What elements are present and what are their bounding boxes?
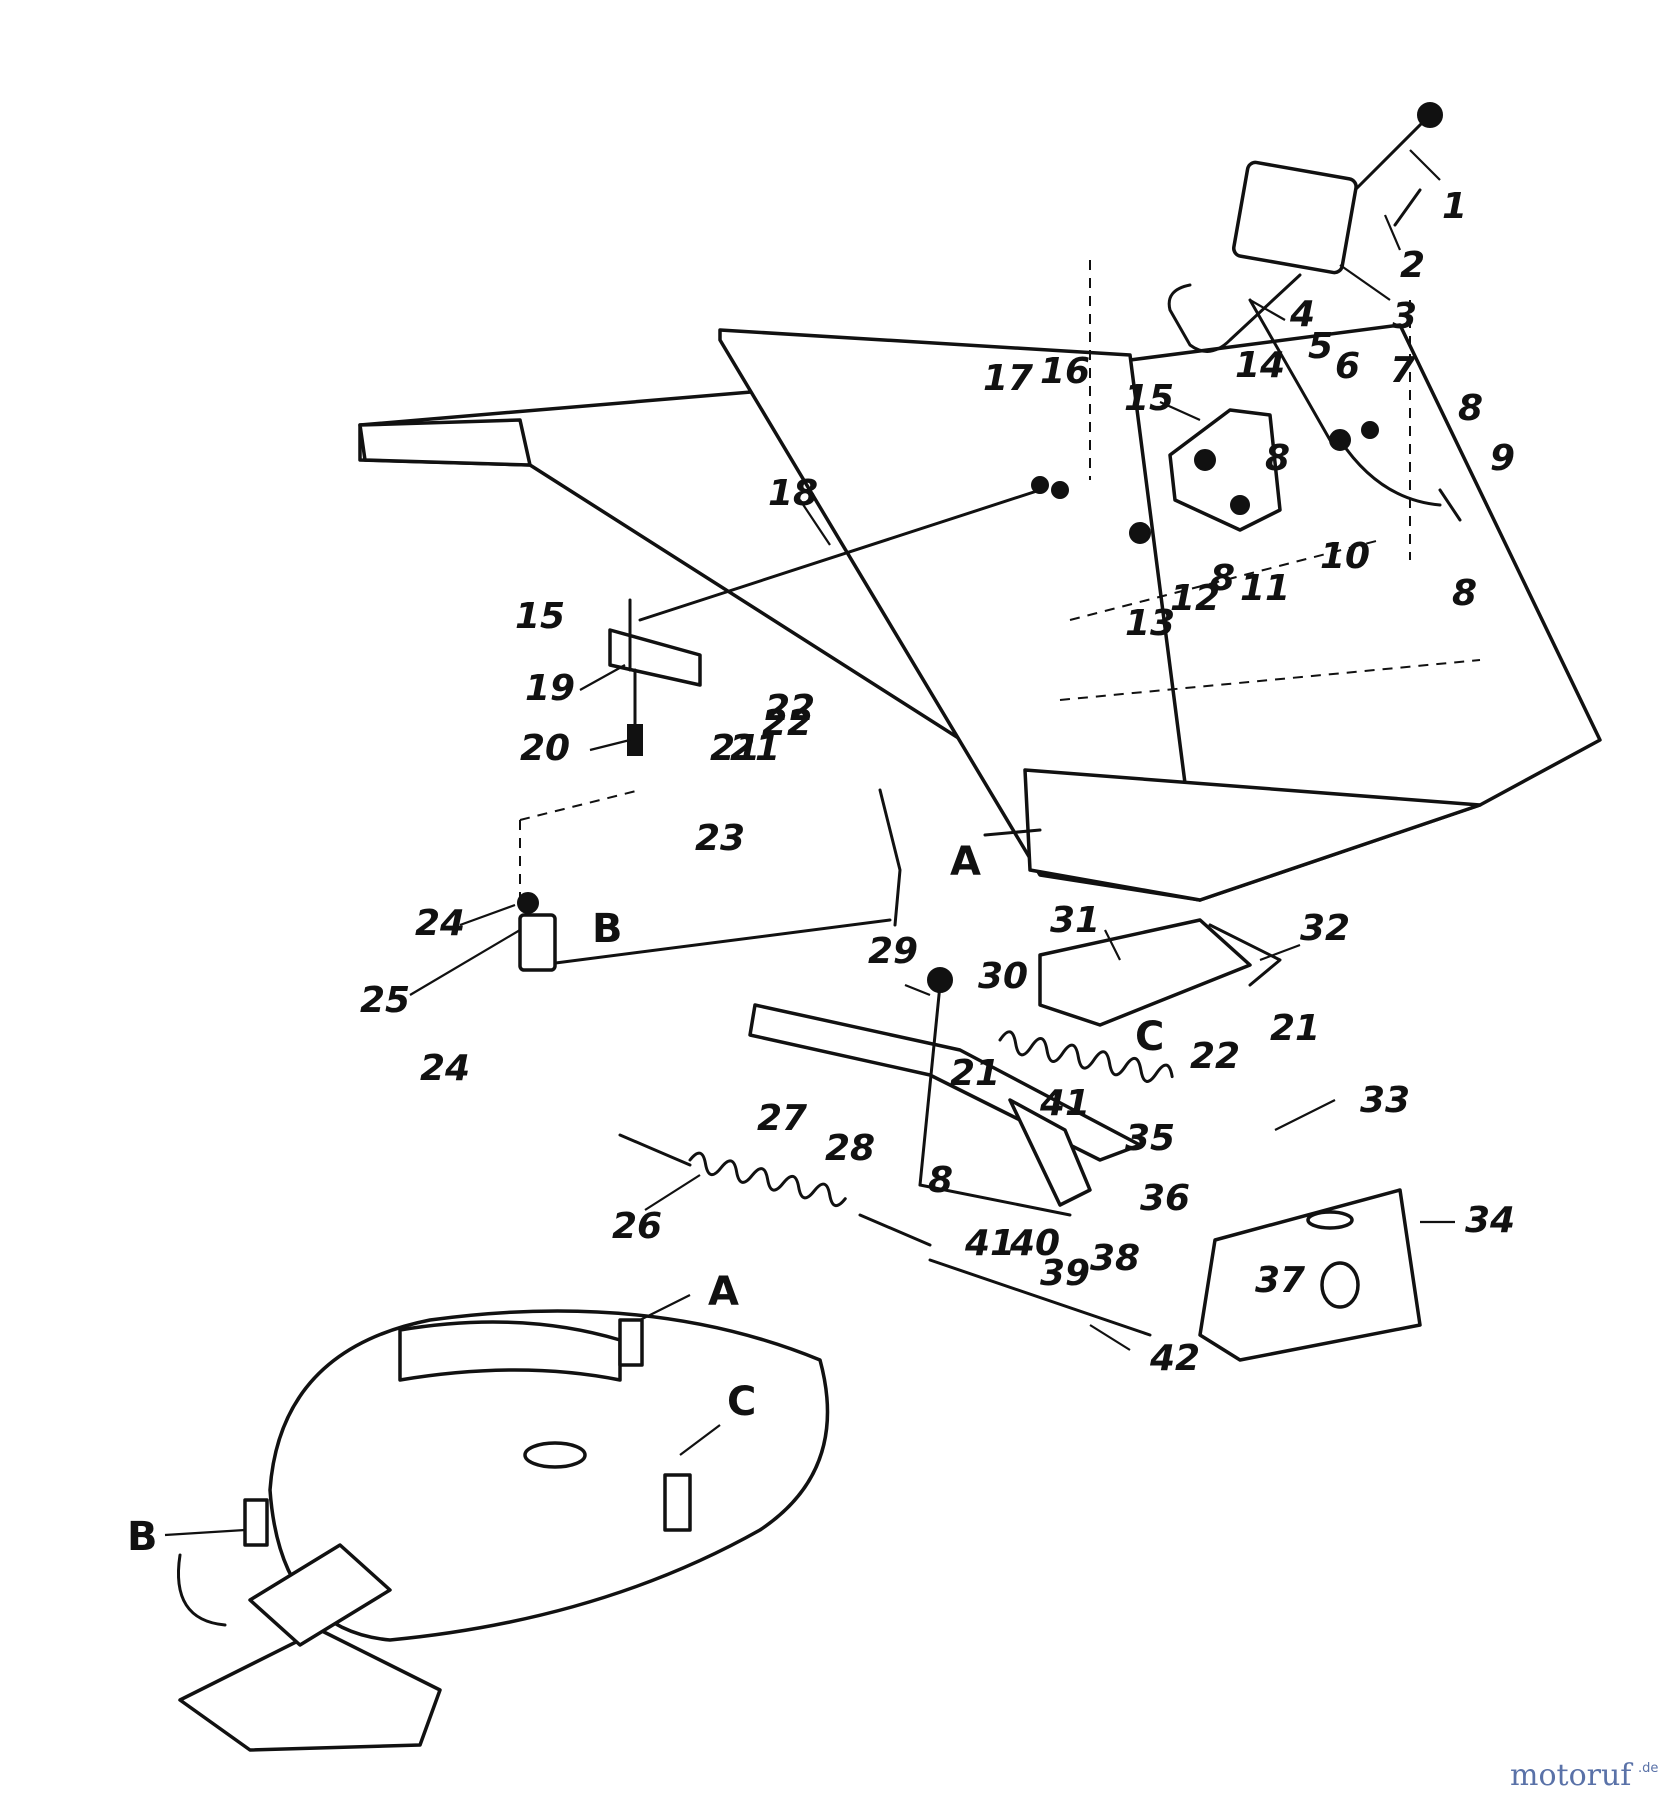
callout-4: 4 [1289, 294, 1315, 335]
callout-24b: 24 [420, 1048, 470, 1089]
callout-21c: 21 [950, 1053, 1000, 1094]
callout-41: 41 [964, 1223, 1015, 1264]
callout-30: 30 [978, 956, 1028, 997]
callout-27: 27 [757, 1098, 807, 1139]
callout-41b: 41 [1039, 1083, 1090, 1124]
link-rod-23 [517, 788, 902, 972]
callout-35: 35 [1125, 1118, 1175, 1159]
callout-17: 17 [983, 358, 1033, 399]
callout-5: 5 [1308, 326, 1333, 367]
spring-26 [618, 1133, 932, 1247]
callout-22b: 22 [1190, 1036, 1240, 1077]
callout-39: 39 [1040, 1253, 1090, 1294]
callout-38: 38 [1090, 1238, 1140, 1279]
callout-20: 20 [520, 728, 570, 769]
callout-9: 9 [1490, 438, 1515, 479]
callout-24: 24 [415, 903, 465, 944]
callout-15: 15 [1124, 378, 1174, 419]
lever-27 [748, 967, 1142, 1217]
callout-3: 3 [1392, 296, 1417, 337]
callout-10: 10 [1320, 536, 1370, 577]
callout-8e: 8 [1265, 438, 1290, 479]
callout-22: 22 [762, 703, 812, 744]
callout-8b: 8 [1452, 573, 1477, 614]
bracket-31 [983, 828, 1282, 1027]
watermark-suffix: .de [1638, 1761, 1658, 1776]
mower-deck [177, 1309, 830, 1752]
callout-33: 33 [1360, 1080, 1410, 1121]
callout-34: 34 [1465, 1200, 1515, 1241]
letter-b-upper: B [592, 906, 623, 952]
callouts: 1 2 3 4 5 6 7 8 9 10 11 12 13 14 15 16 1… [360, 186, 1515, 1379]
callout-12: 12 [1170, 578, 1220, 619]
rod-42 [928, 1258, 1152, 1337]
callout-2: 2 [1400, 245, 1425, 286]
callout-40: 40 [1009, 1223, 1060, 1264]
callout-31: 31 [1050, 900, 1100, 941]
callout-28: 28 [825, 1128, 875, 1169]
leader-lines [164, 149, 1455, 1537]
spring-30 [998, 1030, 1174, 1083]
letter-b-lower: B [127, 1514, 158, 1560]
callout-21b: 21 [1270, 1008, 1320, 1049]
callout-8c: 8 [1210, 558, 1235, 599]
letter-a-lower: A [708, 1269, 739, 1315]
callout-7: 7 [1390, 350, 1415, 391]
bracket-assembly [1031, 408, 1462, 544]
callout-11: 11 [1240, 568, 1290, 609]
letter-a-upper: A [950, 839, 981, 885]
callout-21d: 21 [730, 728, 780, 769]
callout-37: 37 [1255, 1260, 1305, 1301]
callout-23: 23 [695, 818, 745, 859]
callout-13: 13 [1125, 603, 1175, 644]
watermark-brand: motoruf [1510, 1758, 1633, 1793]
callout-29: 29 [868, 931, 918, 972]
cover-34 [1198, 1188, 1422, 1362]
shift-lever-assembly [1167, 102, 1443, 442]
rod-18 [638, 488, 1042, 622]
callout-14: 14 [1235, 345, 1285, 386]
motoruf-watermark: motoruf .de [1510, 1758, 1658, 1793]
callout-8: 8 [1458, 388, 1483, 429]
callout-16: 16 [1040, 351, 1090, 392]
letter-c-upper: C [1135, 1014, 1164, 1060]
callout-42: 42 [1149, 1338, 1200, 1379]
callout-19: 19 [525, 668, 575, 709]
reference-letters: A B C A C B [127, 839, 1164, 1560]
callout-26: 26 [612, 1206, 662, 1247]
callout-36: 36 [1140, 1178, 1190, 1219]
frame-plate [358, 260, 1602, 902]
callout-32: 32 [1300, 908, 1350, 949]
letter-c-lower: C [727, 1379, 756, 1425]
callout-8d: 8 [928, 1160, 953, 1201]
pivot-bracket [608, 598, 702, 756]
callout-6: 6 [1335, 346, 1360, 387]
callout-22c: 22 [765, 688, 815, 729]
callout-21: 21 [710, 728, 760, 769]
callout-18: 18 [768, 473, 818, 514]
callout-15b: 15 [515, 596, 565, 637]
callout-1: 1 [1442, 186, 1467, 227]
callout-25: 25 [360, 980, 410, 1021]
